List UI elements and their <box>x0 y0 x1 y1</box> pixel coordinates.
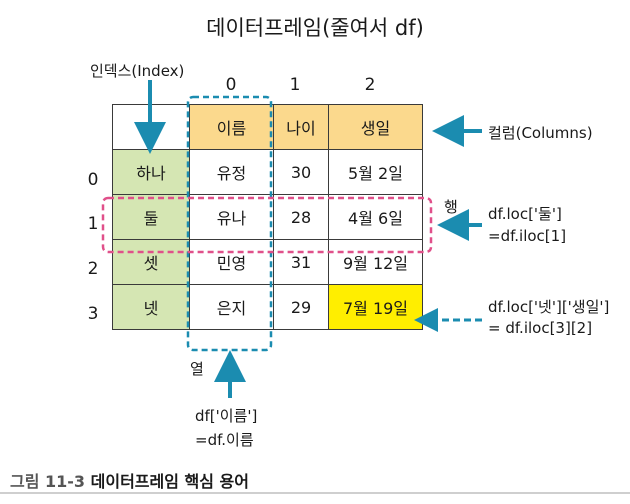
index-label: 인덱스(Index) <box>90 62 185 80</box>
table-cell: 4월 6일 <box>328 194 423 240</box>
table-cell: 유정 <box>189 149 274 195</box>
table-cell: 유나 <box>189 194 274 240</box>
column-header: 생일 <box>328 104 423 150</box>
cell-access-line-2: = df.iloc[3][2] <box>488 319 593 337</box>
row-access-line-2: =df.iloc[1] <box>488 227 567 245</box>
table-cell: 28 <box>273 194 329 240</box>
column-header: 나이 <box>273 104 329 150</box>
row-selection-box <box>101 196 433 254</box>
table-cell: 30 <box>273 149 329 195</box>
figure-caption-text: 데이터프레임 핵심 용어 <box>90 472 249 491</box>
table-cell: 은지 <box>189 284 274 330</box>
columns-label: 컬럼(Columns) <box>488 124 593 142</box>
cell-access-line-1: df.loc['넷']['생일'] <box>488 298 610 316</box>
column-header: 이름 <box>189 104 274 150</box>
row-number-0: 0 <box>87 170 99 190</box>
row-access-line-1: df.loc['둘'] <box>488 205 562 223</box>
column-label: 열 <box>190 360 204 378</box>
table-row: 셋 민영 31 9월 12일 <box>112 239 423 285</box>
row-number-2: 2 <box>87 259 99 279</box>
caption-underline <box>0 492 630 494</box>
index-cell: 둘 <box>112 194 190 240</box>
table-row: 넷 은지 29 7월 19일 <box>112 284 423 330</box>
table-cell: 29 <box>273 284 329 330</box>
dataframe-table: 이름 나이 생일 하나 유정 30 5월 2일 둘 유나 28 4월 6일 셋 … <box>112 104 423 330</box>
index-cell: 넷 <box>112 284 190 330</box>
figure-caption: 그림 11-3 데이터프레임 핵심 용어 <box>10 468 249 492</box>
index-cell: 셋 <box>112 239 190 285</box>
figure-number: 그림 11-3 <box>10 472 86 491</box>
column-access-line-2: =df.이름 <box>195 431 254 449</box>
row-number-1: 1 <box>87 214 99 234</box>
column-access-line-1: df['이름'] <box>195 407 258 425</box>
row-number-3: 3 <box>87 304 99 324</box>
row-label: 행 <box>444 198 458 216</box>
table-cell: 민영 <box>189 239 274 285</box>
index-cell: 하나 <box>112 149 190 195</box>
table-row: 둘 유나 28 4월 6일 <box>112 194 423 240</box>
highlighted-cell: 7월 19일 <box>328 284 423 330</box>
table-cell: 9월 12일 <box>328 239 423 285</box>
column-selection-box <box>186 95 273 352</box>
column-number-0: 0 <box>225 75 237 95</box>
column-number-2: 2 <box>364 75 376 95</box>
column-number-1: 1 <box>289 75 301 95</box>
diagram-title: 데이터프레임(줄여서 df) <box>206 16 424 40</box>
